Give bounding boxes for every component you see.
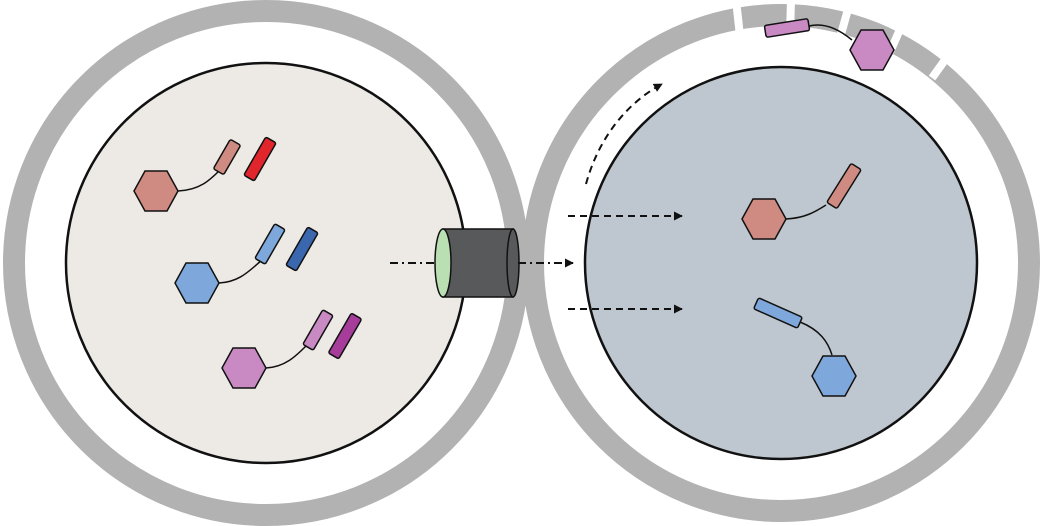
export-curved-arrow — [585, 83, 663, 185]
magenta-molecule — [763, 18, 895, 71]
hexagon-shape — [174, 262, 220, 304]
bar-light — [763, 18, 811, 38]
blue-molecule — [753, 297, 857, 397]
channel-end-cap — [506, 228, 520, 298]
bar-light — [213, 139, 241, 175]
recipient-cell-wall — [522, 4, 1040, 522]
red-molecule — [741, 163, 862, 240]
linker — [265, 345, 307, 369]
bar-dark — [328, 313, 362, 359]
bar-light — [302, 309, 334, 351]
channel-body — [442, 228, 514, 298]
channel-lumen — [434, 228, 452, 298]
hexagon-shape — [221, 347, 267, 389]
bar-light — [254, 223, 286, 265]
recipient-cytoplasm — [583, 65, 979, 461]
transfer-channel — [434, 228, 520, 298]
linker — [177, 169, 221, 192]
linker — [785, 204, 827, 220]
linker — [799, 321, 833, 356]
linker — [808, 24, 853, 41]
bar-light — [826, 163, 862, 209]
red-complex — [133, 136, 277, 212]
bar-dark — [243, 136, 277, 182]
blue-complex — [174, 223, 319, 304]
hexagon-shape — [741, 198, 787, 240]
hexagon-shape — [849, 29, 895, 71]
bar-dark — [285, 226, 319, 272]
hexagon-shape — [811, 355, 857, 397]
linker — [218, 259, 263, 284]
magenta-complex — [221, 309, 362, 389]
recipient-cell — [522, 0, 1040, 522]
hexagon-shape — [133, 170, 179, 212]
